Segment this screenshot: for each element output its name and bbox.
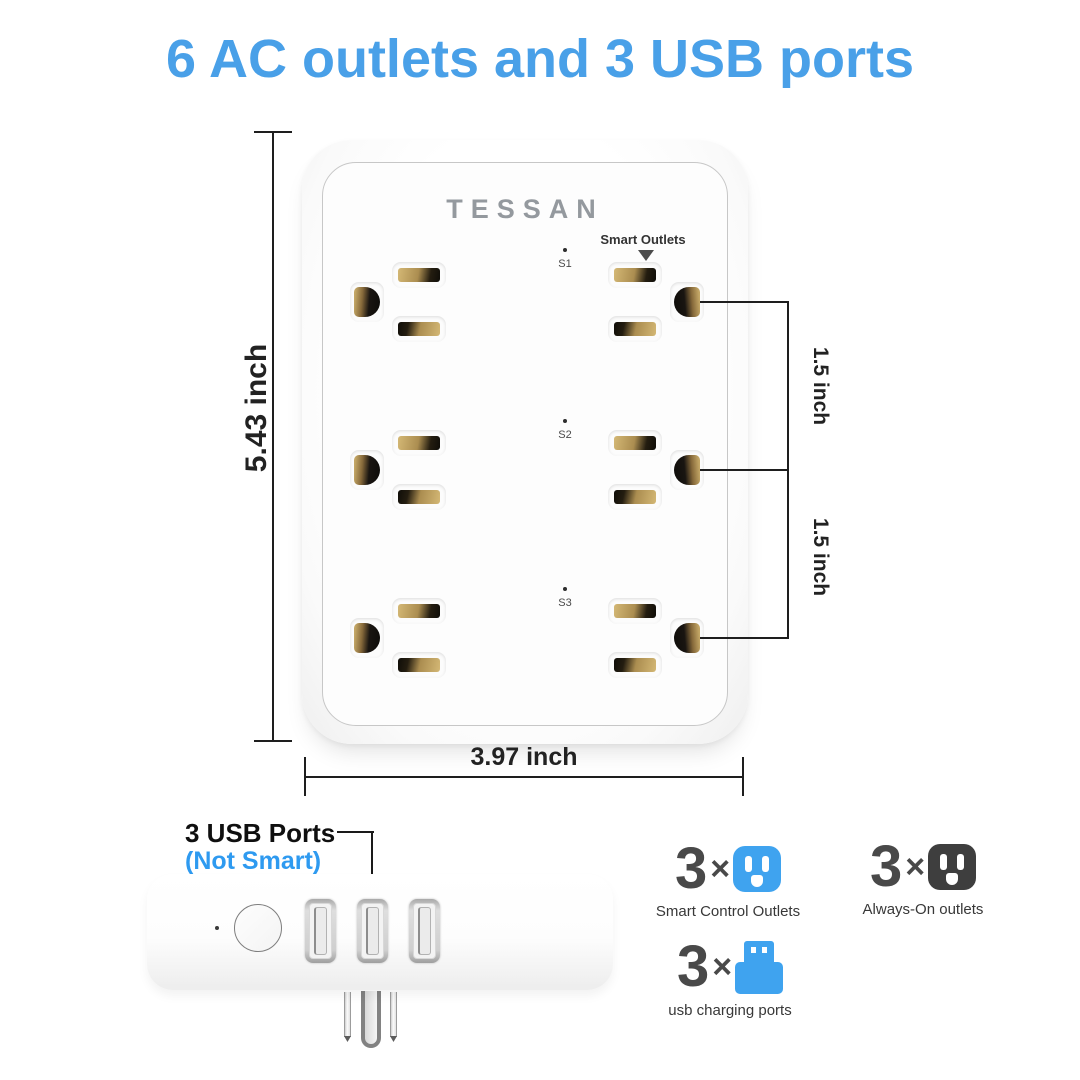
usb-port-1 <box>305 899 336 963</box>
feature-label: usb charging ports <box>668 1002 792 1019</box>
spacing-dimension-line <box>787 301 789 639</box>
feature-count: 3 <box>869 834 903 899</box>
usb-plug-icon <box>735 941 784 994</box>
usb-callout-line <box>371 831 373 900</box>
dimension-cap <box>254 740 292 742</box>
feature-count: 3 <box>676 934 710 1000</box>
ground-hole <box>670 282 704 322</box>
outlet-slot <box>608 484 662 510</box>
spacing-dimension-line <box>700 301 789 303</box>
smart-outlets-label: Smart Outlets <box>600 232 686 247</box>
outlet-slot <box>392 484 446 510</box>
smart-outlet-icon <box>733 846 782 893</box>
outlet-slot <box>608 652 662 678</box>
ac-outlet-row1-left <box>350 254 450 350</box>
feature-always-on-outlets: 3 × Always-On outlets <box>838 834 1008 919</box>
outlet-slot <box>392 652 446 678</box>
height-dimension-label: 5.43 inch <box>240 343 273 473</box>
outlet-slot <box>392 430 446 456</box>
feature-smart-outlets: 3 × Smart Control Outlets <box>643 836 813 921</box>
outlet-slot <box>392 262 446 288</box>
dimension-cap <box>742 757 744 796</box>
outlet-slot <box>392 598 446 624</box>
outlet-slot <box>608 262 662 288</box>
outlet-slot <box>608 598 662 624</box>
led-indicator-s2: S2 <box>554 419 576 441</box>
outlet-slot <box>608 316 662 342</box>
led-dot <box>563 248 567 252</box>
led-label: S1 <box>558 258 572 270</box>
always-on-outlet-icon <box>928 844 977 891</box>
plug-prong-left <box>344 992 351 1037</box>
spacing-dimension-line <box>700 637 789 639</box>
multiply-sign: × <box>905 847 926 886</box>
multiply-sign: × <box>710 849 731 888</box>
dimension-cap <box>304 757 306 796</box>
ground-hole <box>670 618 704 658</box>
ground-hole <box>350 450 384 490</box>
usb-port-2 <box>357 899 388 963</box>
led-dot <box>215 926 219 930</box>
led-indicator-s1: S1 <box>554 248 576 270</box>
arrow-down-icon <box>638 250 654 261</box>
feature-label: Always-On outlets <box>862 901 984 919</box>
led-indicator-s3: S3 <box>554 587 576 609</box>
not-smart-label: (Not Smart) <box>185 847 322 875</box>
led-label: S2 <box>558 429 572 441</box>
ac-outlet-row3-right <box>608 590 708 686</box>
outlet-slot <box>392 316 446 342</box>
multiply-sign: × <box>712 948 733 986</box>
width-dimension-label: 3.97 inch <box>470 743 578 771</box>
led-dot <box>563 419 567 423</box>
plug-prong-right <box>390 992 397 1037</box>
feature-usb-ports: 3 × usb charging ports <box>645 934 815 1019</box>
feature-count: 3 <box>674 836 708 901</box>
device-side-view <box>147 874 613 990</box>
spacing-dimension-line <box>700 469 789 471</box>
usb-port-3 <box>409 899 440 963</box>
ac-outlet-row2-right <box>608 422 708 518</box>
usb-callout-line <box>337 831 374 833</box>
ground-hole <box>350 618 384 658</box>
height-dimension-line <box>272 132 274 742</box>
width-dimension-line <box>304 776 744 778</box>
feature-label: Smart Control Outlets <box>655 903 801 921</box>
ground-hole <box>350 282 384 322</box>
outlet-slot <box>608 430 662 456</box>
led-dot <box>563 587 567 591</box>
ac-outlet-row1-right <box>608 254 708 350</box>
plug-prong-ground <box>361 991 381 1048</box>
led-label: S3 <box>558 597 572 609</box>
device-front-view: TESSAN Smart Outlets <box>302 140 748 744</box>
ground-hole <box>670 450 704 490</box>
ac-outlet-row3-left <box>350 590 450 686</box>
page-title: 6 AC outlets and 3 USB ports <box>165 29 915 89</box>
power-button <box>234 904 282 952</box>
ac-outlet-row2-left <box>350 422 450 518</box>
dimension-cap <box>254 131 292 133</box>
usb-ports-label: 3 USB Ports <box>185 818 336 848</box>
brand-logo: TESSAN <box>446 194 604 224</box>
spacing-dimension-label: 1.5 inch <box>809 346 832 426</box>
spacing-dimension-label: 1.5 inch <box>809 517 832 597</box>
